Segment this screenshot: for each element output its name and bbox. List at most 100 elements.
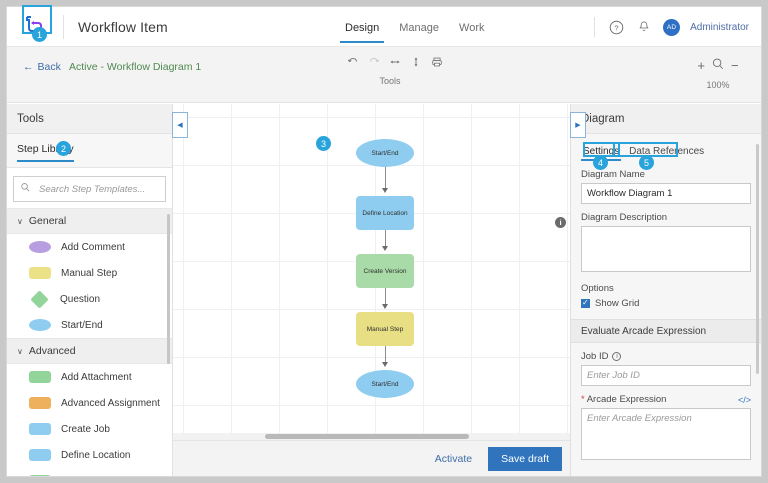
help-circle-icon[interactable]: ?: [607, 18, 625, 36]
tools-panel: Tools Step Library ∨ General Add Comment: [7, 104, 173, 476]
node-define-location[interactable]: Define Location: [356, 196, 414, 230]
chevron-down-icon: ∨: [17, 216, 23, 226]
node-start-end-top[interactable]: Start/End: [356, 139, 414, 167]
arrowhead-1: [382, 188, 388, 193]
canvas-diagram[interactable]: Start/End Define Location Create Version…: [173, 104, 570, 476]
step-item-label: Define Location: [61, 449, 131, 461]
redo-icon[interactable]: [368, 56, 380, 71]
application-window: Workflow Item Design Manage Work ? AD A: [6, 6, 762, 477]
step-group-advanced-label: Advanced: [28, 345, 76, 357]
collapse-left-panel-button[interactable]: ◀: [172, 112, 188, 138]
node-label: Define Location: [362, 209, 408, 217]
arcade-expression-textarea[interactable]: [581, 408, 751, 460]
step-group-general[interactable]: ∨ General: [7, 208, 172, 234]
code-brackets-icon[interactable]: </>: [737, 394, 751, 405]
zoom-in-button[interactable]: +: [697, 58, 705, 73]
node-label: Start/End: [371, 149, 399, 157]
node-manual-step[interactable]: Manual Step: [356, 312, 414, 346]
step-swatch-rect: [29, 423, 51, 435]
step-item-label: Advanced Assignment: [61, 397, 160, 409]
diagram-description-field-group: Diagram Description: [571, 212, 761, 275]
edge-4: [385, 346, 386, 364]
workflow-logo-icon[interactable]: [23, 15, 47, 39]
arcade-expression-field-group: *Arcade Expression </>: [571, 394, 761, 463]
step-swatch-rect: [29, 397, 51, 409]
annotation-marker-5: 5: [639, 155, 654, 170]
nav-tab-manage[interactable]: Manage: [399, 21, 440, 34]
search-step-templates[interactable]: [13, 176, 166, 202]
show-grid-label: Show Grid: [595, 298, 640, 309]
annotation-marker-1: 1: [32, 27, 47, 42]
save-draft-button[interactable]: Save draft: [488, 446, 562, 471]
step-item-create-job[interactable]: Create Job: [7, 416, 172, 442]
print-icon[interactable]: [431, 56, 443, 71]
step-item-label: Question: [60, 293, 101, 305]
step-swatch-ellipse: [29, 241, 51, 253]
step-item-label: Create Job: [61, 423, 110, 435]
diagram-status-label: Active - Workflow Diagram 1: [69, 61, 202, 73]
expand-right-panel-button[interactable]: ▶: [570, 112, 586, 138]
diagram-panel-scrollbar[interactable]: [756, 144, 759, 374]
canvas-hscrollbar-thumb[interactable]: [265, 434, 469, 439]
tools-panel-tabs: Step Library: [7, 134, 172, 168]
zoom-controls: + − 100%: [689, 57, 747, 90]
align-horizontal-icon[interactable]: [389, 56, 401, 71]
step-swatch-rect: [29, 267, 51, 279]
step-library-scrollbar[interactable]: [167, 214, 170, 364]
step-item-define-location[interactable]: Define Location: [7, 442, 172, 468]
step-item-question[interactable]: Question: [7, 286, 172, 312]
zoom-level-label: 100%: [706, 80, 730, 90]
diagram-name-input[interactable]: [581, 183, 751, 204]
align-vertical-icon[interactable]: [410, 56, 422, 71]
avatar[interactable]: AD: [663, 18, 681, 36]
job-id-label-text: Job ID: [581, 351, 609, 362]
step-item-start-end[interactable]: Start/End: [7, 312, 172, 338]
canvas-grid: [173, 104, 570, 476]
nav-tab-work[interactable]: Work: [459, 21, 485, 34]
diagram-description-textarea[interactable]: [581, 226, 751, 272]
evaluate-arcade-expression-header: Evaluate Arcade Expression: [571, 319, 761, 343]
undo-icon[interactable]: [347, 56, 359, 71]
step-item-advanced-assignment[interactable]: Advanced Assignment: [7, 390, 172, 416]
step-item-label: Add Comment: [61, 241, 125, 253]
annotation-marker-4: 4: [593, 155, 608, 170]
chevron-right-icon: ▶: [575, 122, 581, 129]
show-grid-row[interactable]: Show Grid: [581, 298, 751, 309]
annotation-marker-3: 3: [316, 136, 331, 151]
chevron-left-icon: ◀: [177, 122, 183, 129]
step-item-label: Add Attachment: [61, 371, 132, 383]
step-group-general-label: General: [28, 215, 67, 227]
options-label: Options: [581, 283, 614, 294]
header-actions: ? AD Administrator: [594, 7, 753, 47]
back-button[interactable]: ←Back: [23, 61, 61, 73]
arcade-label-row: *Arcade Expression </>: [581, 394, 751, 405]
step-group-advanced[interactable]: ∨ Advanced: [7, 338, 172, 364]
step-library-list[interactable]: ∨ General Add Comment Manual Step Questi…: [7, 208, 172, 476]
data-references-tab[interactable]: Data References: [629, 146, 705, 157]
magnifier-icon[interactable]: [711, 57, 725, 74]
node-start-end-bottom[interactable]: Start/End: [356, 370, 414, 398]
tools-group: Tools: [347, 56, 442, 86]
nav-tab-design[interactable]: Design: [339, 10, 385, 45]
sub-toolbar: ←Back Active - Workflow Diagram 1: [7, 47, 761, 103]
step-item-run-gp-service[interactable]: Run GP Service: [7, 468, 172, 476]
activate-button[interactable]: Activate: [434, 452, 473, 465]
svg-text:?: ?: [614, 23, 618, 32]
diagram-name-field-group: Diagram Name: [571, 169, 761, 204]
show-grid-checkbox[interactable]: [581, 298, 590, 308]
node-label: Manual Step: [366, 325, 404, 333]
tools-label: Tools: [379, 76, 401, 86]
info-icon-small[interactable]: i: [612, 351, 622, 361]
job-id-input[interactable]: [581, 365, 751, 386]
node-create-version[interactable]: Create Version: [356, 254, 414, 288]
logo-container[interactable]: [7, 7, 63, 47]
bell-icon[interactable]: [635, 18, 653, 36]
search-input[interactable]: [37, 182, 159, 196]
step-item-add-attachment[interactable]: Add Attachment: [7, 364, 172, 390]
step-swatch-ellipse: [29, 319, 51, 331]
user-name-label[interactable]: Administrator: [690, 21, 749, 33]
step-item-add-comment[interactable]: Add Comment: [7, 234, 172, 260]
step-item-manual-step[interactable]: Manual Step: [7, 260, 172, 286]
info-icon[interactable]: i: [555, 217, 566, 228]
zoom-out-button[interactable]: −: [731, 58, 739, 73]
